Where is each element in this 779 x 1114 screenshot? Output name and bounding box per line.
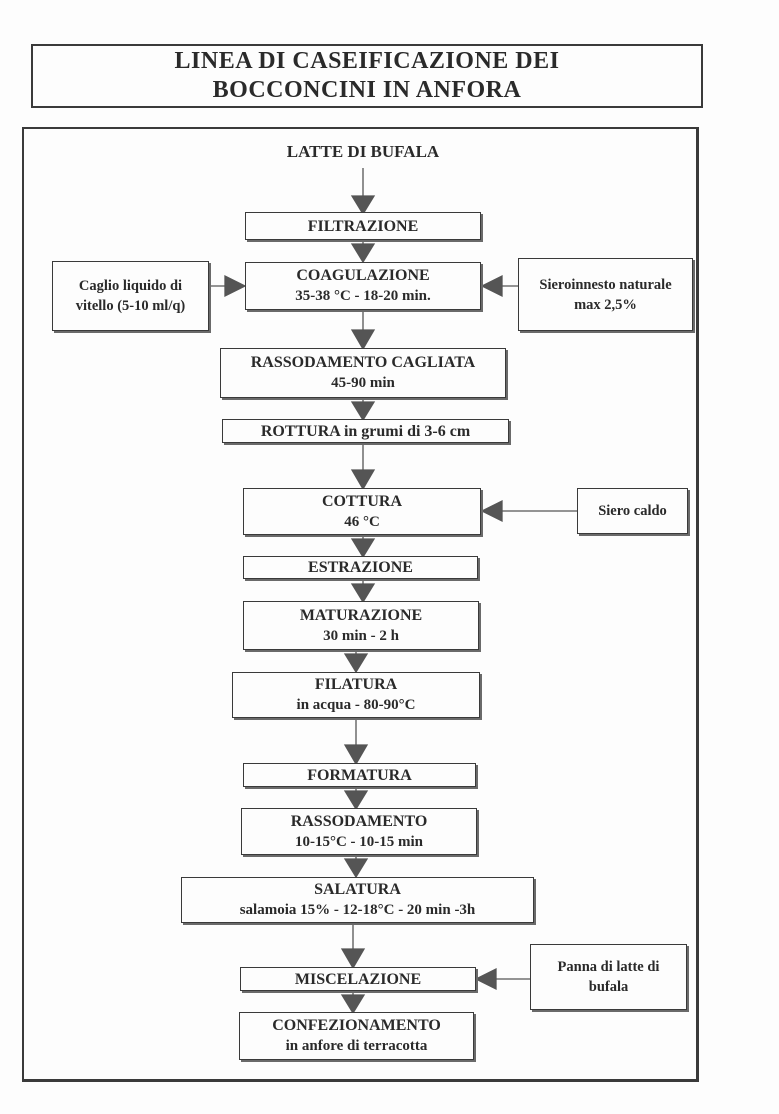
input-detail: bufala bbox=[588, 979, 629, 995]
arrowhead bbox=[350, 469, 376, 491]
arrowhead bbox=[480, 499, 503, 523]
step-detail: in anfore di terracotta bbox=[285, 1038, 428, 1054]
title-line-2: BOCCONCINI IN ANFORA bbox=[212, 77, 522, 103]
step-confezionamento: CONFEZIONAMENTO in anfore di terracotta bbox=[239, 1012, 474, 1060]
step-salatura: SALATURA salamoia 15% - 12-18°C - 20 min… bbox=[181, 877, 534, 923]
arrowhead bbox=[350, 243, 376, 264]
arrowhead bbox=[480, 274, 503, 298]
input-sieroinnesto: Sieroinnesto naturale max 2,5% bbox=[518, 258, 693, 331]
step-detail: 30 min - 2 h bbox=[323, 627, 399, 644]
step-label: COTTURA bbox=[321, 492, 402, 510]
arrowhead bbox=[350, 538, 376, 559]
step-coagulazione: COAGULAZIONE 35-38 °C - 18-20 min. bbox=[245, 262, 481, 310]
arrowhead bbox=[343, 858, 369, 879]
step-miscelazione: MISCELAZIONE bbox=[240, 967, 476, 991]
arrowhead bbox=[343, 653, 369, 674]
step-label: FILATURA bbox=[314, 676, 398, 693]
step-filtrazione: FILTRAZIONE bbox=[245, 212, 481, 240]
step-label: CONFEZIONAMENTO bbox=[272, 1017, 441, 1034]
diagram-title: LINEA DI CASEIFICAZIONE DEI BOCCONCINI I… bbox=[31, 44, 703, 108]
step-label: MATURAZIONE bbox=[299, 606, 423, 624]
step-filatura: FILATURA in acqua - 80-90°C bbox=[232, 672, 480, 718]
step-rassodamento-cagliata: RASSODAMENTO CAGLIATA 45-90 min bbox=[220, 348, 506, 398]
step-estrazione: ESTRAZIONE bbox=[243, 556, 478, 579]
input-label: Panna di latte di bbox=[557, 959, 660, 975]
input-caglio: Caglio liquido di vitello (5-10 ml/q) bbox=[52, 261, 209, 331]
step-detail: in acqua - 80-90°C bbox=[296, 697, 416, 713]
step-label: ESTRAZIONE bbox=[308, 559, 413, 576]
input-label: Caglio liquido di bbox=[78, 278, 183, 294]
start-node: LATTE DI BUFALA bbox=[286, 142, 440, 161]
step-detail: 35-38 °C - 18-20 min. bbox=[295, 288, 431, 304]
step-formatura: FORMATURA bbox=[243, 763, 476, 787]
step-label: MISCELAZIONE bbox=[294, 970, 422, 988]
step-rottura: ROTTURA in grumi di 3-6 cm bbox=[222, 419, 509, 443]
step-label: COAGULAZIONE bbox=[296, 267, 430, 284]
step-label: RASSODAMENTO CAGLIATA bbox=[250, 354, 476, 371]
input-label: Sieroinnesto naturale bbox=[539, 276, 672, 293]
arrowhead bbox=[224, 274, 247, 298]
arrowhead bbox=[340, 948, 366, 970]
flowchart-frame bbox=[22, 127, 699, 1082]
input-detail: max 2,5% bbox=[574, 296, 637, 313]
step-cottura: COTTURA 46 °C bbox=[243, 488, 481, 535]
arrowhead bbox=[343, 790, 369, 811]
arrowhead bbox=[350, 195, 376, 216]
arrowhead bbox=[350, 329, 376, 351]
step-rassodamento: RASSODAMENTO 10-15°C - 10-15 min bbox=[241, 808, 477, 855]
step-detail: 10-15°C - 10-15 min bbox=[294, 833, 424, 850]
step-label: FILTRAZIONE bbox=[307, 217, 419, 235]
input-detail: vitello (5-10 ml/q) bbox=[75, 298, 186, 314]
input-panna: Panna di latte di bufala bbox=[530, 944, 687, 1010]
step-label: FORMATURA bbox=[307, 766, 412, 784]
step-maturazione: MATURAZIONE 30 min - 2 h bbox=[243, 601, 479, 650]
input-siero-caldo: Siero caldo bbox=[577, 488, 688, 534]
step-detail: 45-90 min bbox=[331, 375, 395, 391]
step-label: RASSODAMENTO bbox=[290, 812, 428, 830]
arrowhead bbox=[350, 401, 376, 422]
step-detail: 46 °C bbox=[344, 513, 380, 530]
arrowhead bbox=[340, 994, 366, 1015]
input-label: Siero caldo bbox=[598, 503, 667, 519]
step-detail: salamoia 15% - 12-18°C - 20 min -3h bbox=[239, 902, 476, 918]
step-label: SALATURA bbox=[314, 881, 401, 898]
title-line-1: LINEA DI CASEIFICAZIONE DEI bbox=[174, 48, 560, 74]
arrowhead bbox=[474, 967, 497, 991]
arrowhead bbox=[350, 583, 376, 604]
arrowhead bbox=[343, 744, 369, 766]
step-label: ROTTURA in grumi di 3-6 cm bbox=[260, 422, 471, 440]
